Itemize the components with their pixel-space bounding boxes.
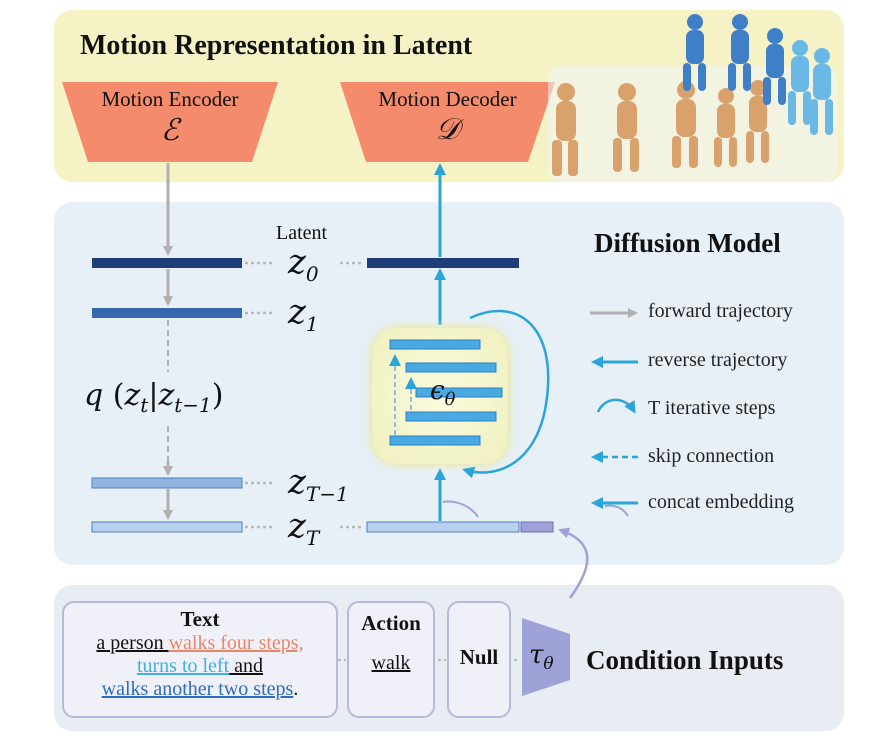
forward-process-expression: q (zt|zt−1): [84, 378, 224, 417]
zT1-bar-left: [91, 477, 243, 489]
null-condition-heading: Null: [459, 645, 499, 669]
dotted-connectors: [245, 261, 364, 529]
condition-feed-arrow: [558, 527, 589, 599]
epsilon-theta-label: ϵθ: [430, 376, 456, 411]
null-condition-box: Null: [447, 601, 511, 718]
zT1-label: zT−1: [288, 462, 349, 506]
z0-label: z0: [288, 242, 319, 286]
legend-skip: skip connection: [648, 445, 775, 467]
action-condition-heading: Action: [361, 611, 421, 635]
z1-bar-left: [92, 308, 242, 318]
z0-bar-right: [367, 258, 519, 268]
text-condition-line-1: a person walks four steps,: [96, 632, 304, 654]
z0-bar-left: [92, 258, 242, 268]
diffusion-model-title: Diffusion Model: [594, 228, 781, 258]
z1-label: z1: [288, 292, 319, 336]
decoder-symbol: 𝒟: [435, 113, 460, 146]
zT-bar-left: [91, 521, 243, 533]
motion-encoder-label: Motion Encoder: [101, 87, 239, 111]
condition-encoder-block: [522, 618, 570, 696]
curved-arrow-icon: [591, 497, 638, 517]
encoder-symbol: ℰ: [160, 114, 180, 147]
loop-arrow-icon: [596, 398, 636, 414]
zT-label: zT: [288, 506, 320, 550]
text-condition-line-3: walks another two steps.: [101, 678, 299, 700]
latent-panel-title: Motion Representation in Latent: [80, 30, 473, 61]
human-motion-figures: [548, 14, 838, 182]
network-layers: [389, 339, 503, 446]
legend-forward: forward trajectory: [648, 300, 793, 322]
motion-decoder-block: [340, 82, 555, 162]
zT-bar-right: [366, 521, 520, 533]
text-condition-line-2: turns to left and: [136, 655, 264, 677]
legend-reverse: reverse trajectory: [648, 349, 788, 371]
concat-embedding-curve: [442, 500, 479, 518]
condition-inputs-title: Condition Inputs: [586, 645, 784, 675]
text-condition-heading: Text: [180, 607, 220, 631]
latent-label: Latent: [276, 222, 328, 244]
iterative-loop-arrow: [462, 309, 550, 479]
action-condition-value: walk: [371, 652, 411, 674]
text-condition-box: Text a person walks four steps, turns to…: [62, 601, 338, 718]
tau-theta-label: τθ: [529, 640, 554, 675]
action-condition-box: Action walk: [347, 601, 435, 718]
condition-embedding-bar: [520, 521, 554, 533]
motion-encoder-block: [62, 82, 278, 162]
legend-concat: concat embedding: [648, 491, 795, 513]
motion-decoder-label: Motion Decoder: [378, 87, 517, 111]
legend-iterative: T iterative steps: [648, 397, 776, 419]
